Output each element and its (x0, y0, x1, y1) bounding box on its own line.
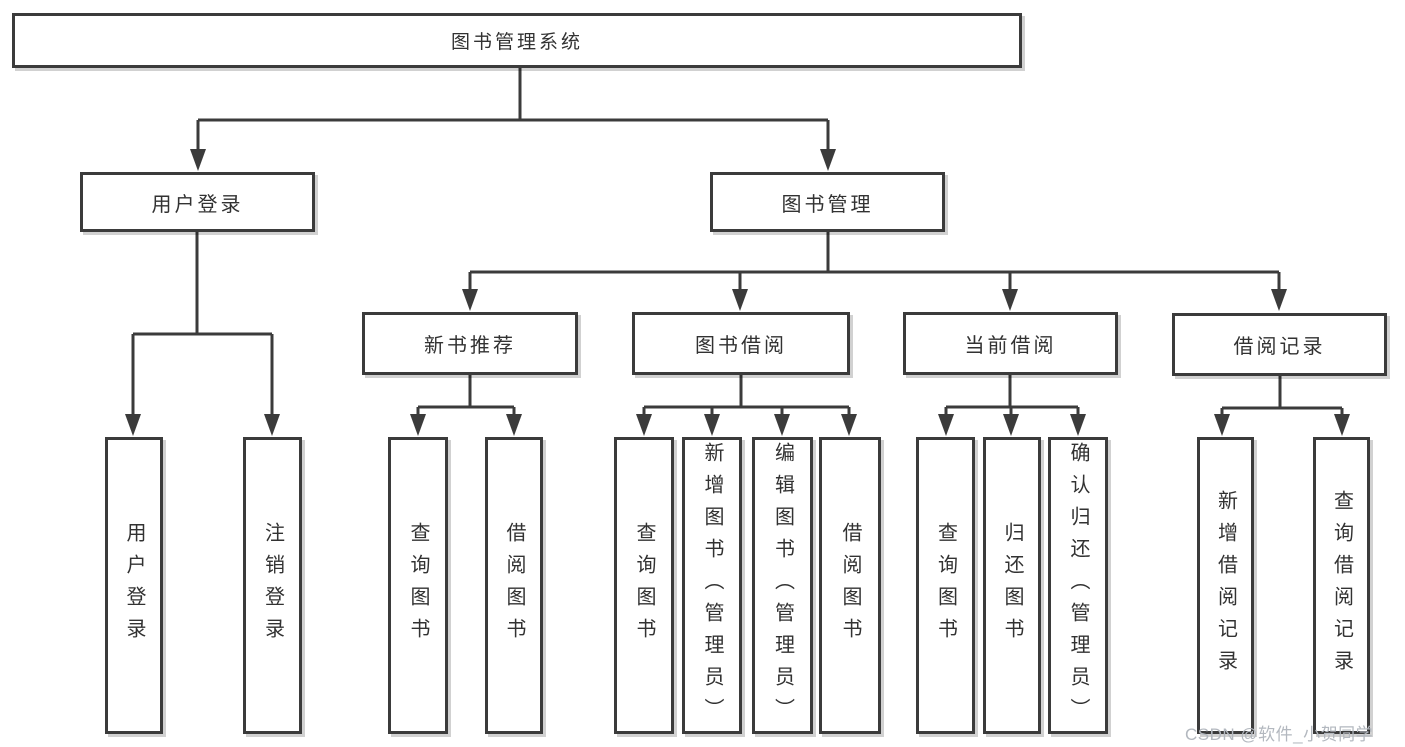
watermark: CSDN @软件_小贺同学 (1185, 725, 1374, 744)
node-borrow-record: 借阅记录 (1172, 313, 1387, 376)
node-book-mgmt: 图书管理 (710, 172, 945, 232)
node-user-login-label: 用户登录 (151, 193, 244, 216)
leaf-borrow-query-label: 查询图书 (633, 521, 655, 650)
leaf-current-query: 查询图书 (916, 437, 975, 734)
leaf-user-login: 用户登录 (105, 437, 163, 734)
arrowhead (190, 149, 206, 171)
arrowhead (1002, 289, 1018, 311)
leaf-current-return: 归还图书 (983, 437, 1041, 734)
arrowhead (841, 414, 857, 436)
leaf-borrow-query: 查询图书 (614, 437, 674, 734)
node-book-borrow-label: 图书借阅 (695, 335, 787, 357)
arrowhead (1070, 414, 1086, 436)
branch-borrow-record (1214, 376, 1350, 436)
arrowhead (506, 414, 522, 436)
arrowhead (410, 414, 426, 436)
arrowhead (774, 414, 790, 436)
leaf-borrow-add-label: 新增图书（管理员） (701, 441, 723, 730)
node-new-book-label: 新书推荐 (424, 335, 516, 357)
leaf-newbook-query: 查询图书 (388, 437, 448, 734)
arrowhead (704, 414, 720, 436)
arrowhead (1003, 414, 1019, 436)
leaf-borrow-edit: 编辑图书（管理员） (752, 437, 813, 734)
node-current-borrow: 当前借阅 (903, 312, 1118, 375)
leaf-borrow-borrow: 借阅图书 (819, 437, 881, 734)
branch-book-borrow (636, 375, 857, 436)
node-root-label: 图书管理系统 (450, 32, 583, 53)
leaf-logout-label: 注销登录 (261, 521, 284, 650)
arrowhead (1334, 414, 1350, 436)
leaf-borrow-add: 新增图书（管理员） (682, 437, 742, 734)
node-book-mgmt-label: 图书管理 (781, 193, 874, 216)
branch-new-book (410, 375, 522, 436)
leaf-newbook-borrow: 借阅图书 (485, 437, 543, 734)
branch-book-mgmt (462, 232, 1287, 311)
node-borrow-record-label: 借阅记录 (1233, 336, 1326, 358)
arrowhead (1214, 414, 1230, 436)
node-root: 图书管理系统 (12, 13, 1022, 68)
branch-root-to-level2 (190, 68, 836, 171)
leaf-current-query-label: 查询图书 (934, 521, 957, 650)
branch-current-borrow (938, 375, 1086, 436)
arrowhead (938, 414, 954, 436)
node-user-login: 用户登录 (80, 172, 315, 232)
leaf-newbook-borrow-label: 借阅图书 (503, 521, 525, 650)
arrowhead (820, 149, 836, 171)
leaf-current-confirm-label: 确认归还（管理员） (1067, 441, 1089, 730)
leaf-current-confirm: 确认归还（管理员） (1048, 437, 1108, 734)
arrowhead (732, 289, 748, 311)
leaf-record-query: 查询借阅记录 (1313, 437, 1370, 734)
leaf-record-query-label: 查询借阅记录 (1330, 489, 1353, 682)
leaf-current-return-label: 归还图书 (1001, 521, 1023, 650)
node-new-book: 新书推荐 (362, 312, 578, 375)
leaf-record-add: 新增借阅记录 (1197, 437, 1254, 734)
leaf-newbook-query-label: 查询图书 (407, 521, 429, 650)
arrowhead (462, 289, 478, 311)
node-current-borrow-label: 当前借阅 (964, 335, 1057, 357)
leaf-borrow-edit-label: 编辑图书（管理员） (771, 441, 794, 730)
arrowhead (125, 414, 141, 436)
arrowhead (636, 414, 652, 436)
node-book-borrow: 图书借阅 (632, 312, 850, 375)
branch-user-login (125, 232, 280, 436)
leaf-user-login-label: 用户登录 (123, 521, 145, 650)
leaf-borrow-borrow-label: 借阅图书 (839, 521, 861, 650)
leaf-logout: 注销登录 (243, 437, 302, 734)
arrowhead (1271, 289, 1287, 311)
arrowhead (264, 414, 280, 436)
leaf-record-add-label: 新增借阅记录 (1214, 489, 1237, 682)
